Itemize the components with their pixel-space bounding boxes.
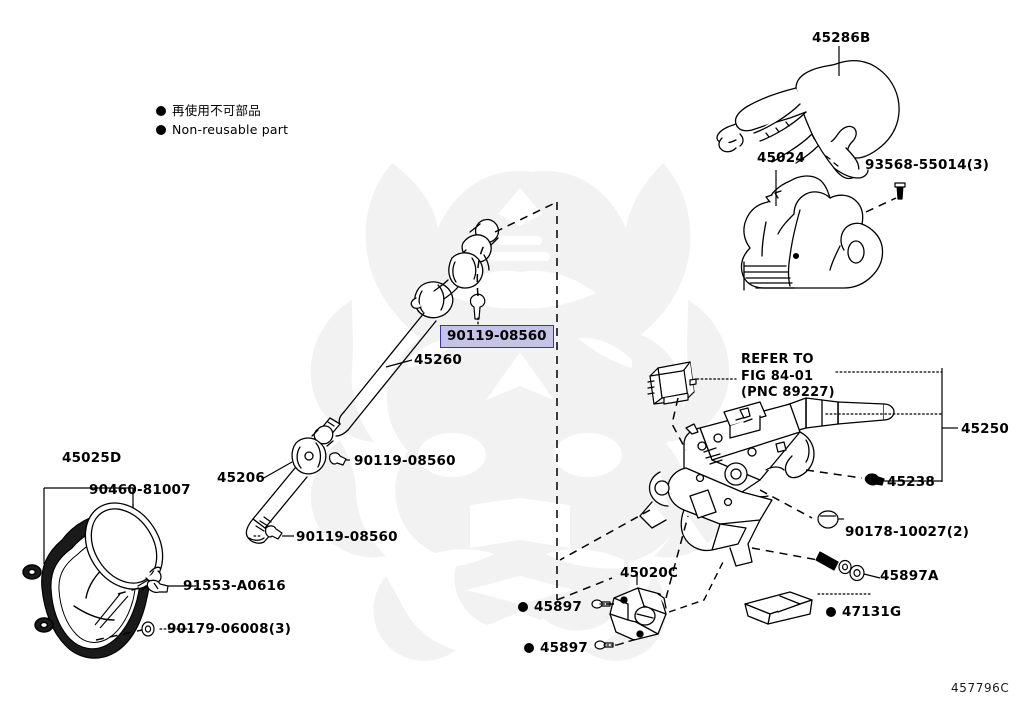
label-45238: 45238: [887, 474, 935, 490]
drawing-code: 457796C: [951, 681, 1010, 695]
label-47131g: 47131G: [842, 604, 902, 620]
refer-to-line-3: (PNC 89227): [741, 385, 835, 401]
part-45897-bolt-upper: [591, 599, 611, 609]
part-90179-06008-nut: [141, 621, 155, 637]
leader-lines-solid: [43, 46, 958, 587]
part-45206-lower-shaft: [245, 425, 334, 544]
label-90178-10027: 90178-10027(2): [845, 524, 970, 540]
legend-japanese-text: 再使用不可部品: [172, 103, 261, 118]
seal-cover-internal-lines: [94, 593, 129, 629]
non-reusable-bullet-icon-5: [826, 607, 836, 617]
part-45286b-upper-column-cover: [716, 59, 900, 180]
label-45897-upper: 45897: [534, 599, 582, 615]
label-93568-55014: 93568-55014(3): [865, 157, 990, 173]
part-47131g-shim-plate: [744, 591, 813, 625]
row-45897-upper: 45897: [518, 596, 582, 615]
part-45250-steering-column-assembly: [639, 397, 895, 567]
label-90119-08560-lower: 90119-08560: [296, 529, 398, 545]
part-ecu-module-pnc-89227: [647, 361, 697, 405]
label-45250: 45250: [961, 421, 1009, 437]
label-45206: 45206: [217, 470, 265, 486]
part-45024-lower-column-cover: [740, 175, 884, 291]
refer-to-line-1: REFER TO: [741, 352, 814, 367]
refer-to-note: REFER TO FIG 84-01 (PNC 89227): [741, 352, 835, 402]
part-90178-10027-nut: [817, 510, 839, 529]
part-45897a-bolt: [815, 551, 873, 582]
label-45897-lower: 45897: [540, 640, 588, 656]
label-45020c: 45020C: [620, 565, 679, 581]
non-reusable-bullet-icon-4: [524, 643, 534, 653]
part-90119-08560-highlighted-bolt: [469, 293, 486, 320]
label-91553-a0616: 91553-A0616: [183, 578, 286, 594]
non-reusable-bullet-icon-2: [156, 125, 166, 135]
label-45025d: 45025D: [62, 450, 122, 466]
row-45897-lower: 45897: [524, 637, 588, 656]
legend-row-japanese: 再使用不可部品: [156, 100, 261, 119]
part-90119-08560-bolt-upper: [329, 452, 347, 466]
part-45238-bolt: [864, 473, 885, 486]
highlighted-part-90119-08560[interactable]: 90119-08560: [440, 325, 554, 348]
part-91553-a0616-screw: [146, 579, 169, 594]
label-90179-06008: 90179-06008(3): [167, 621, 292, 637]
part-93568-55014-screw: [894, 182, 906, 200]
label-45897a: 45897A: [880, 568, 939, 584]
refer-to-line-2: FIG 84-01: [741, 368, 814, 384]
label-45286b: 45286B: [812, 30, 871, 46]
part-90460-81007-seal-ring: [84, 502, 164, 591]
label-90119-08560-upper: 90119-08560: [354, 453, 456, 469]
row-47131g: 47131G: [826, 601, 901, 620]
legend-row-english: Non-reusable part: [156, 119, 288, 138]
label-45260: 45260: [414, 352, 462, 368]
non-reusable-bullet-icon-3: [518, 602, 528, 612]
legend-english-text: Non-reusable part: [172, 122, 289, 137]
label-45024: 45024: [757, 150, 805, 166]
part-45020c-bracket: [609, 587, 667, 641]
label-90460-81007: 90460-81007: [89, 482, 191, 498]
assembly-phantom-links: [616, 559, 725, 646]
non-reusable-bullet-icon: [156, 106, 166, 116]
assembly-phantom-lines: [95, 197, 897, 641]
background-watermark: [310, 163, 730, 661]
part-45897-bolt-lower: [594, 640, 614, 650]
part-90119-08560-bolt-lower: [265, 525, 283, 540]
